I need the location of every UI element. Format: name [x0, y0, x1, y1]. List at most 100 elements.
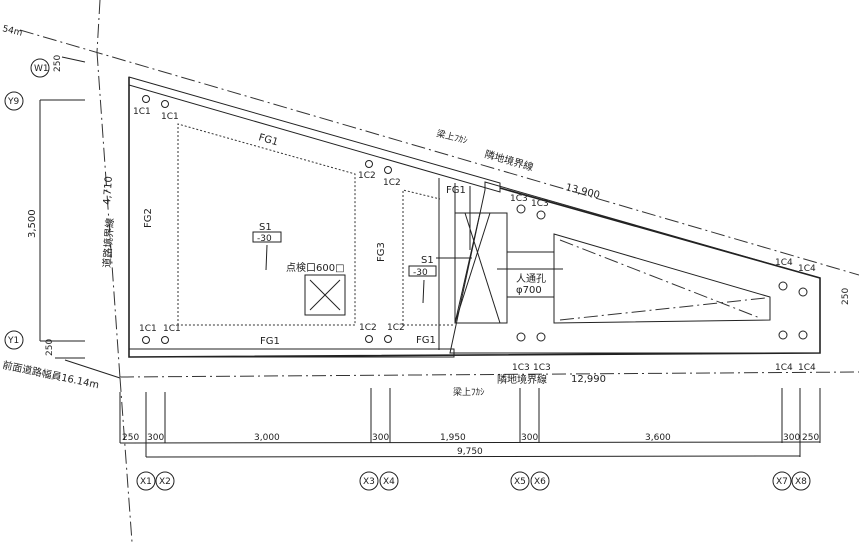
- grid-bubble-label: Y9: [7, 97, 19, 107]
- dim-label: 300: [521, 433, 538, 443]
- column-label: 1C3: [512, 363, 530, 373]
- grid-bubble-y1: Y1: [4, 330, 24, 350]
- neighbor-boundary-top-line: [19, 29, 859, 276]
- grid-bubble-label: X4: [383, 477, 395, 487]
- grid-bubble-x1: X1: [136, 471, 156, 491]
- grid-bubble-label: X8: [795, 477, 807, 487]
- road-boundary-line: [96, 51, 121, 379]
- column-label: 1C1: [139, 324, 157, 334]
- slab-span-arrow: [265, 244, 268, 271]
- column-label: 1C2: [383, 178, 401, 188]
- manhole-label: 人通孔: [516, 273, 546, 285]
- inspection-cross: [309, 279, 341, 311]
- pit-diagonal: [454, 212, 481, 324]
- grid-bubble-label: W1: [34, 64, 49, 74]
- slab-label: S1: [259, 222, 272, 233]
- grid-bubble-x7: X7: [772, 471, 792, 491]
- beam-label-fg2: FG2: [143, 208, 154, 228]
- column-label: 1C4: [798, 363, 816, 373]
- beam-offset-label: 梁上ﾌｶｼ: [453, 386, 485, 398]
- dim-label: 250: [802, 433, 819, 443]
- grid-bubble-x6: X6: [530, 471, 550, 491]
- column: [365, 160, 373, 168]
- column: [778, 330, 788, 340]
- column-label: 1C3: [510, 194, 528, 204]
- dim-label: 250: [122, 433, 139, 443]
- neighbor-boundary-bottom-line: [119, 371, 859, 378]
- beam-label-fg1: FG1: [446, 185, 466, 196]
- dim-label: 3,000: [254, 433, 280, 443]
- grid-bubble-label: X2: [159, 477, 171, 487]
- front-road-leader: [64, 359, 121, 379]
- column: [516, 332, 526, 342]
- column: [536, 210, 546, 220]
- column-label: 1C4: [798, 264, 816, 274]
- grid-bubble-label: X1: [140, 477, 152, 487]
- column: [778, 281, 788, 291]
- triangular-void: [553, 233, 771, 324]
- column-label: 1C4: [775, 258, 793, 268]
- grid-bubble-label: X7: [776, 477, 788, 487]
- column-label: 1C3: [533, 363, 551, 373]
- column: [384, 335, 392, 343]
- column: [516, 204, 526, 214]
- bottom-dimensions: [119, 388, 821, 458]
- column-label: 1C4: [775, 363, 793, 373]
- slab-level: -30: [257, 234, 272, 244]
- grid-bubble-w1: W1: [30, 58, 50, 78]
- column-label: 1C2: [358, 171, 376, 181]
- column: [798, 287, 808, 297]
- dim-label-250: 250: [45, 339, 55, 356]
- grid-bubble-y9: Y9: [4, 91, 24, 111]
- column-label: 1C1: [133, 107, 151, 117]
- slab-level: -30: [413, 268, 428, 278]
- grid-bubble-label: Y1: [7, 336, 19, 346]
- column-label: 1C2: [359, 323, 377, 333]
- neighbor-boundary-label: 隣地境界線: [483, 147, 535, 173]
- dim-total: 9,750: [457, 447, 483, 457]
- grid-bubble-x8: X8: [791, 471, 811, 491]
- column: [536, 332, 546, 342]
- void-center-line: [559, 239, 761, 319]
- road-width-label: 54m: [1, 24, 23, 39]
- right-dim: 250: [841, 288, 851, 305]
- dim-label: 300: [783, 433, 800, 443]
- slab-outline-mid: [402, 189, 441, 325]
- columns: [142, 95, 808, 344]
- dim-label: 300: [147, 433, 164, 443]
- column-label: 1C1: [161, 112, 179, 122]
- neighbor-boundary-label: 隣地境界線: [497, 373, 547, 386]
- hatched-pit-slab: [449, 181, 821, 354]
- beam-label-fg1: FG1: [257, 132, 279, 148]
- grid-bubble-label: X5: [514, 477, 526, 487]
- beam-label-fg3: FG3: [376, 242, 387, 262]
- pit-diagonal: [454, 212, 491, 324]
- column-label: 1C2: [387, 323, 405, 333]
- grid-line-w1: [61, 56, 86, 63]
- column: [142, 336, 150, 344]
- front-road-width-label: 前面道路幅員16.14m: [1, 358, 100, 391]
- beam-label-fg1: FG1: [416, 335, 436, 346]
- column-label: 1C3: [531, 199, 549, 209]
- dim-label-3500: 3,500: [27, 209, 38, 238]
- slab-level-box: [252, 231, 282, 243]
- column: [142, 95, 150, 103]
- slab-span-arrow: [422, 279, 425, 304]
- neighbor-boundary-dim: 12,990: [571, 374, 606, 385]
- building-outline: [128, 77, 821, 358]
- road-boundary-line-bottom: [119, 377, 133, 542]
- grid-bubble-label: X3: [363, 477, 375, 487]
- slab-level-box: [408, 265, 437, 277]
- beam-offset-label: 梁上ﾌｶｼ: [435, 127, 469, 146]
- grid-bubble-label: X6: [534, 477, 546, 487]
- dim-label-250: 250: [53, 55, 63, 72]
- column-label: 1C1: [163, 324, 181, 334]
- slab-label: S1: [421, 255, 434, 266]
- grid-bubble-x5: X5: [510, 471, 530, 491]
- grid-bubble-x4: X4: [379, 471, 399, 491]
- grid-bubble-x3: X3: [359, 471, 379, 491]
- grid-bubble-x2: X2: [155, 471, 175, 491]
- void-center-line: [559, 297, 766, 321]
- pit-opening: [454, 212, 508, 324]
- beam-label-fg1: FG1: [260, 336, 280, 347]
